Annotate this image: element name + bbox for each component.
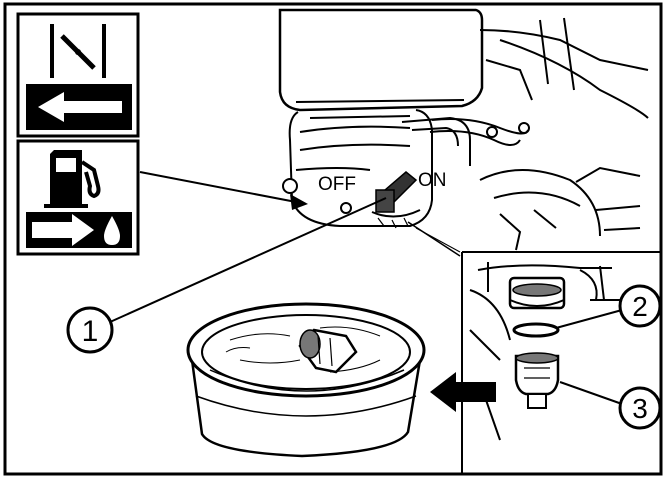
callout-1: 1 [66,306,114,354]
fuel-cup-fitting [508,276,566,310]
callout-2: 2 [618,284,662,328]
pointer-arrow [139,171,308,210]
callout-3-leader [559,381,623,405]
fuel-valve-lever [371,171,421,229]
off-label: OFF [318,174,356,195]
fuel-strainer-cup [514,352,560,409]
icon-panel [16,12,140,256]
callout-3: 3 [618,386,662,430]
on-label: ON [418,170,447,191]
callout-2-leader [555,309,623,329]
o-ring [512,322,560,338]
fuel-drop-icon [104,216,120,245]
svg-text:2: 2 [632,291,648,322]
arrow-left-icon [38,92,122,122]
fuel-pump-icon [44,150,101,208]
cleaning-pan [186,302,426,458]
svg-text:1: 1 [82,315,99,348]
direction-arrow [430,372,496,412]
pan-strainer-cup [298,328,358,374]
callout-1-leader [109,197,387,323]
choke-icon [50,24,106,78]
arrow-right-icon [32,214,94,246]
detail-inset [407,221,661,474]
svg-text:3: 3 [632,393,648,424]
